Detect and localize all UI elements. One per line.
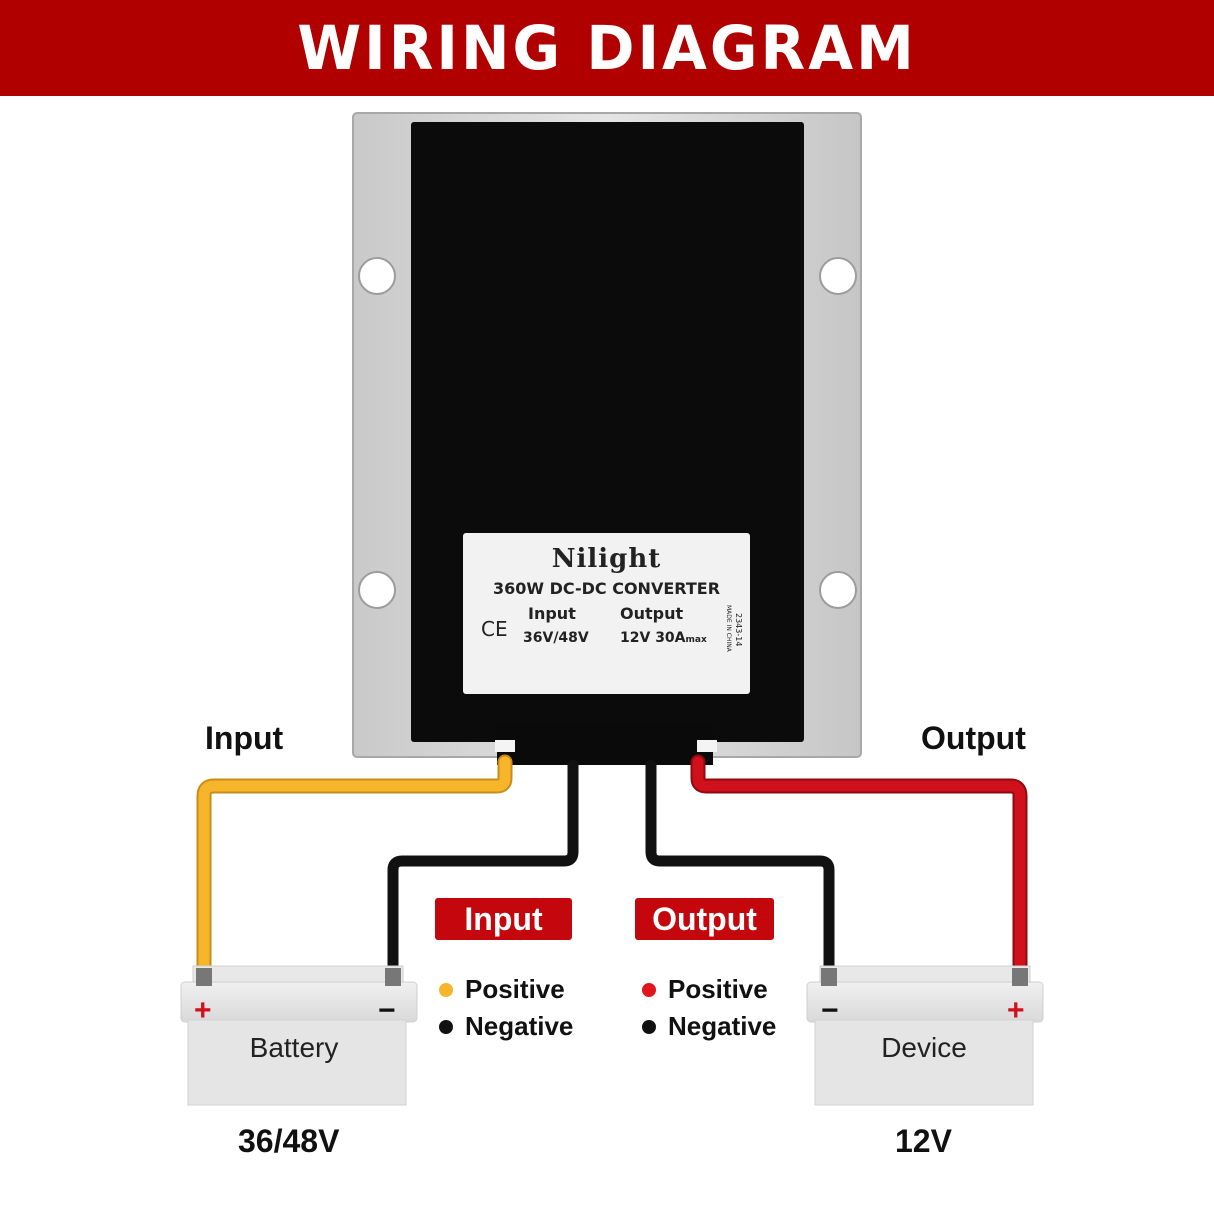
legend-input-positive: Positive (439, 974, 565, 1005)
header-banner: WIRING DIAGRAM (0, 0, 1214, 96)
black-dot-icon (439, 1019, 453, 1034)
brand-logo: Nilight (551, 544, 662, 574)
ce-mark: CE (481, 617, 508, 641)
converter-label-plate: Nilight 360W DC-DC CONVERTER Input Outpu… (463, 533, 750, 694)
wires (196, 754, 1028, 993)
output-wire-label: Output (921, 720, 1026, 756)
input-negative-wire (387, 759, 579, 991)
output-negative-wire (645, 759, 835, 991)
legend-input-negative: Negative (439, 1011, 573, 1042)
device-minus-sign: − (821, 994, 839, 1027)
page-title: WIRING DIAGRAM (297, 12, 917, 84)
legend-output-positive: Positive (642, 974, 768, 1005)
input-positive-wire (196, 754, 513, 993)
plate-input-voltage: 36V/48V (523, 630, 589, 646)
device (806, 965, 1044, 1106)
mount-hole-bottom-left (358, 571, 396, 609)
legend-output-negative: Negative (642, 1011, 776, 1042)
mount-hole-top-right (819, 257, 857, 295)
red-dot-icon (642, 982, 656, 997)
device-plus-sign: + (1007, 994, 1025, 1027)
battery-plus-sign: + (194, 994, 212, 1027)
terminal-block (497, 725, 713, 765)
output-positive-wire (690, 754, 1028, 993)
legend-input-tag: Input (435, 898, 572, 940)
mount-hole-top-left (358, 257, 396, 295)
plate-output-rating: 12V 30Amax (620, 630, 707, 646)
input-wire-label: Input (205, 720, 284, 756)
plate-input-heading: Input (528, 604, 576, 623)
converter-model: 360W DC-DC CONVERTER (492, 579, 721, 598)
device-voltage: 12V (895, 1123, 952, 1159)
battery-minus-sign: − (378, 994, 396, 1027)
device-label: Device (881, 1032, 967, 1063)
plate-serial: 2343-14 (734, 613, 743, 647)
plate-output-heading: Output (620, 604, 684, 623)
mount-hole-bottom-right (819, 571, 857, 609)
battery-label: Battery (249, 1032, 339, 1063)
battery-voltage: 36/48V (238, 1123, 340, 1159)
yellow-dot-icon (439, 982, 453, 997)
battery (180, 965, 418, 1106)
legend-output-tag: Output (635, 898, 774, 940)
plate-made-in: MADE IN CHINA (725, 605, 732, 652)
black-dot-icon (642, 1019, 656, 1034)
